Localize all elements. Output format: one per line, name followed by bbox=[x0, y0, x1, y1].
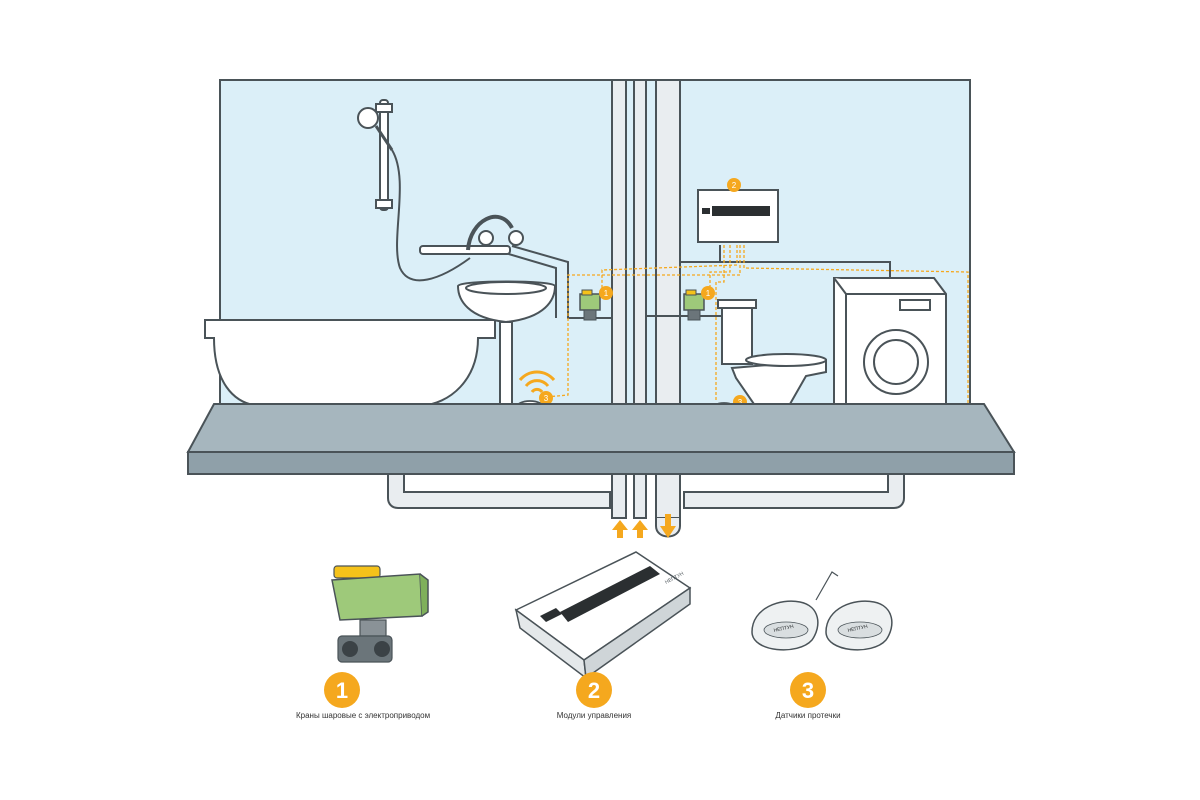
svg-text:1: 1 bbox=[604, 289, 609, 298]
legend-badge-2: 2 bbox=[576, 672, 612, 708]
svg-text:1: 1 bbox=[336, 678, 348, 703]
floor-pipes bbox=[388, 474, 904, 537]
control-module-icon: НЕПТУН bbox=[516, 552, 690, 678]
legend-caption-1: Краны шаровые с электроприводом bbox=[296, 711, 396, 720]
legend-badge-1: 1 bbox=[324, 672, 360, 708]
legend-caption-2: Модули управления bbox=[544, 711, 644, 720]
svg-text:3: 3 bbox=[802, 678, 814, 703]
riser-pipes bbox=[612, 80, 680, 436]
legend-caption-3: Датчики протечки bbox=[758, 711, 858, 720]
svg-text:2: 2 bbox=[588, 678, 600, 703]
ball-valve-icon bbox=[332, 566, 428, 662]
svg-text:2: 2 bbox=[732, 181, 737, 190]
shower-head-icon bbox=[358, 108, 378, 128]
legend-badge-3: 3 bbox=[790, 672, 826, 708]
svg-text:3: 3 bbox=[544, 394, 549, 403]
leak-sensor-icon: НЕПТУН НЕПТУН bbox=[752, 572, 892, 650]
svg-text:1: 1 bbox=[706, 289, 711, 298]
floor-slab bbox=[188, 404, 1014, 474]
